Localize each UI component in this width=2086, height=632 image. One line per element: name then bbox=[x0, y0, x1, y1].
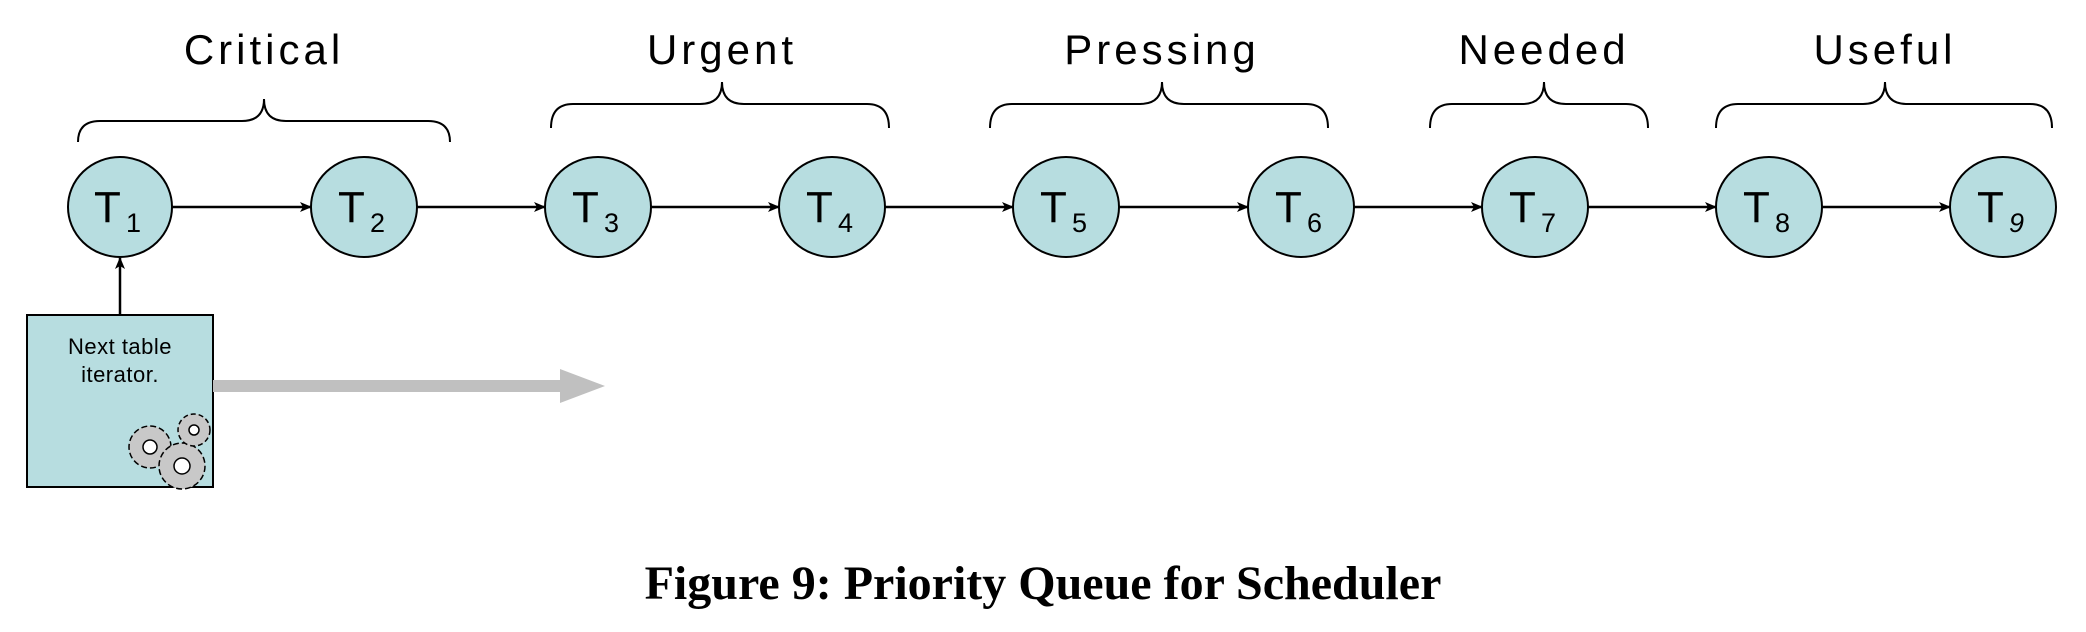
group-brace-needed bbox=[1429, 81, 1649, 129]
task-node-2 bbox=[310, 156, 418, 258]
task-node-5-subscript: 5 bbox=[1072, 208, 1087, 238]
task-node-8 bbox=[1715, 156, 1823, 258]
task-node-5 bbox=[1012, 156, 1120, 258]
task-node-9-letter: T bbox=[1977, 183, 2004, 232]
task-node-7-subscript: 7 bbox=[1541, 208, 1556, 238]
task-node-9-subscript: 9 bbox=[2009, 208, 2024, 238]
group-label-needed: Needed bbox=[1458, 26, 1629, 73]
task-node-6 bbox=[1247, 156, 1355, 258]
task-node-3 bbox=[544, 156, 652, 258]
task-node-9 bbox=[1949, 156, 2057, 258]
task-node-8-letter: T bbox=[1743, 183, 1770, 232]
task-node-4-letter: T bbox=[806, 183, 833, 232]
task-node-7 bbox=[1481, 156, 1589, 258]
task-node-3-subscript: 3 bbox=[604, 208, 619, 238]
task-node-3-letter: T bbox=[572, 183, 599, 232]
task-node-1-subscript: 1 bbox=[126, 208, 141, 238]
iterator-direction-arrow bbox=[213, 369, 605, 403]
task-node-2-subscript: 2 bbox=[370, 208, 385, 238]
task-node-6-letter: T bbox=[1275, 183, 1302, 232]
group-label-critical: Critical bbox=[184, 26, 344, 73]
iterator-label-line2: iterator. bbox=[81, 362, 159, 387]
gears-icon bbox=[128, 413, 211, 490]
group-label-pressing: Pressing bbox=[1064, 26, 1259, 73]
task-node-1-letter: T bbox=[94, 183, 121, 232]
group-brace-urgent bbox=[550, 81, 890, 129]
group-brace-critical bbox=[77, 98, 451, 143]
group-label-useful: Useful bbox=[1813, 26, 1956, 73]
task-node-4-subscript: 4 bbox=[838, 208, 853, 238]
task-node-4 bbox=[778, 156, 886, 258]
task-node-8-subscript: 8 bbox=[1775, 208, 1790, 238]
group-brace-pressing bbox=[989, 81, 1329, 129]
task-node-5-letter: T bbox=[1040, 183, 1067, 232]
task-node-6-subscript: 6 bbox=[1307, 208, 1322, 238]
iterator-label-line1: Next table bbox=[68, 334, 172, 359]
task-node-2-letter: T bbox=[338, 183, 365, 232]
figure-caption: Figure 9: Priority Queue for Scheduler bbox=[644, 557, 1442, 610]
group-brace-useful bbox=[1715, 81, 2053, 129]
group-label-urgent: Urgent bbox=[647, 26, 797, 73]
task-node-7-letter: T bbox=[1509, 183, 1536, 232]
